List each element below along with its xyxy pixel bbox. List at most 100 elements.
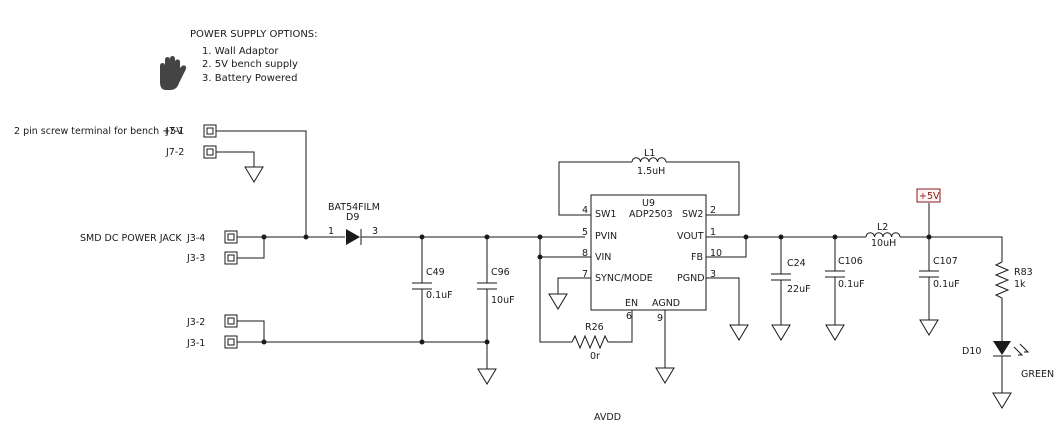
ground-symbol	[548, 293, 568, 310]
u9-pin-vin: VIN	[595, 252, 611, 263]
c49-ref: C49	[426, 267, 445, 278]
ground-symbol	[729, 324, 749, 341]
d9-ref: D9	[346, 212, 359, 223]
u9-pin-num-1: 1	[710, 227, 716, 238]
led-emission-arrows-icon	[1013, 343, 1030, 356]
ground-symbol	[655, 367, 675, 384]
u9-pin-num-9: 9	[657, 313, 663, 324]
notes-heading: POWER SUPPLY OPTIONS:	[190, 29, 318, 40]
c24-value: 22uF	[787, 284, 811, 295]
wire-en-loop	[539, 237, 572, 343]
wire-sw2	[666, 161, 740, 216]
u9-pin-num-4: 4	[582, 205, 588, 216]
u9-pin-num-6: 6	[626, 311, 632, 322]
u9-pin-num-2: 2	[710, 205, 716, 216]
power-flag-5v	[916, 188, 941, 203]
c96-value: 10uF	[491, 295, 515, 306]
u9-pin-en: EN	[625, 298, 638, 309]
c107-capacitor	[919, 237, 939, 320]
l1-value: 1.5uH	[637, 166, 665, 177]
c24-ref: C24	[787, 258, 806, 269]
l1-inductor	[631, 157, 667, 163]
wire-en	[608, 310, 633, 343]
ground-symbol	[919, 319, 939, 336]
c106-capacitor	[825, 237, 845, 325]
r26-resistor	[571, 334, 609, 350]
wire-j7-2	[216, 151, 255, 167]
r26-ref: R26	[585, 322, 604, 333]
wire-sync	[557, 277, 591, 294]
j3-4-label: J3-4	[186, 233, 205, 244]
d10-led-cathode	[993, 355, 1011, 393]
u9-pin-sync: SYNC/MODE	[595, 273, 653, 284]
notes-option-1: 1. Wall Adaptor	[202, 46, 279, 57]
u9-part: ADP2503	[629, 209, 673, 220]
c107-value: 0.1uF	[933, 279, 960, 290]
j3-4-pad	[224, 230, 238, 244]
power-flag-label: +5V	[919, 191, 940, 202]
junction	[261, 234, 267, 240]
j7-1-label: J7-1	[165, 126, 184, 137]
junction	[261, 339, 267, 345]
notes-option-3: 3. Battery Powered	[202, 73, 297, 84]
l2-ref: L2	[877, 222, 888, 233]
c106-ref: C106	[838, 256, 863, 267]
u9-ref: U9	[642, 198, 655, 209]
d10-color-label: GREEN	[1021, 369, 1054, 380]
l2-inductor	[865, 232, 901, 238]
u9-pin-sw2: SW2	[682, 209, 703, 220]
bench-connector-desc: 2 pin screw terminal for bench +5V	[14, 126, 183, 137]
jack-desc: SMD DC POWER JACK	[80, 233, 182, 244]
wire-j3-2	[237, 320, 265, 342]
d9-pin-1: 1	[328, 226, 334, 237]
u9-pin-sw1: SW1	[595, 209, 616, 220]
j3-1-label: J3-1	[186, 338, 205, 349]
wire-fb	[706, 237, 747, 258]
u9-pin-vout: VOUT	[677, 231, 704, 242]
ground-symbol	[771, 324, 791, 341]
c96-capacitor	[477, 237, 497, 369]
junction	[537, 254, 543, 260]
wire-sw1	[558, 161, 632, 216]
c96-ref: C96	[491, 267, 510, 278]
c106-value: 0.1uF	[838, 279, 865, 290]
u9-pin-num-10: 10	[710, 248, 722, 259]
net-label-avdd: AVDD	[594, 412, 621, 421]
ground-symbol	[992, 392, 1012, 409]
d10-ref: D10	[962, 346, 981, 357]
j7-1-pad	[203, 124, 217, 138]
wire-j3-3	[237, 237, 265, 259]
c49-value: 0.1uF	[426, 290, 453, 301]
u9-pin-fb: FB	[691, 252, 703, 263]
junction	[303, 234, 309, 240]
ground-symbol	[244, 166, 264, 183]
j3-3-label: J3-3	[186, 253, 205, 264]
wire-j7-1	[216, 130, 307, 237]
wire-pgnd	[706, 277, 740, 325]
j3-2-pad	[224, 314, 238, 328]
d9-diode-body	[346, 229, 360, 245]
c49-capacitor	[412, 237, 432, 342]
c24-capacitor	[771, 237, 791, 325]
ground-symbol	[477, 368, 497, 385]
wire-5v-net	[900, 236, 1003, 262]
r83-resistor	[994, 261, 1010, 341]
j7-2-label: J7-2	[165, 147, 184, 158]
u9-pin-num-3: 3	[710, 269, 716, 280]
d9-part: BAT54FILM	[328, 202, 380, 213]
u9-pin-pvin: PVIN	[595, 231, 617, 242]
r83-value: 1k	[1014, 279, 1026, 290]
j3-3-pad	[224, 251, 238, 265]
j3-2-label: J3-2	[186, 317, 205, 328]
d9-pin-3: 3	[372, 226, 378, 237]
hand-icon	[160, 56, 187, 90]
u9-pin-pgnd: PGND	[677, 273, 705, 284]
c107-ref: C107	[933, 256, 958, 267]
u9-pin-agnd: AGND	[652, 298, 680, 309]
r26-value: 0r	[590, 351, 600, 362]
d10-led-body	[993, 341, 1011, 355]
l2-value: 10uH	[871, 238, 896, 249]
junction	[484, 339, 490, 345]
u9-pin-num-8: 8	[582, 248, 588, 259]
